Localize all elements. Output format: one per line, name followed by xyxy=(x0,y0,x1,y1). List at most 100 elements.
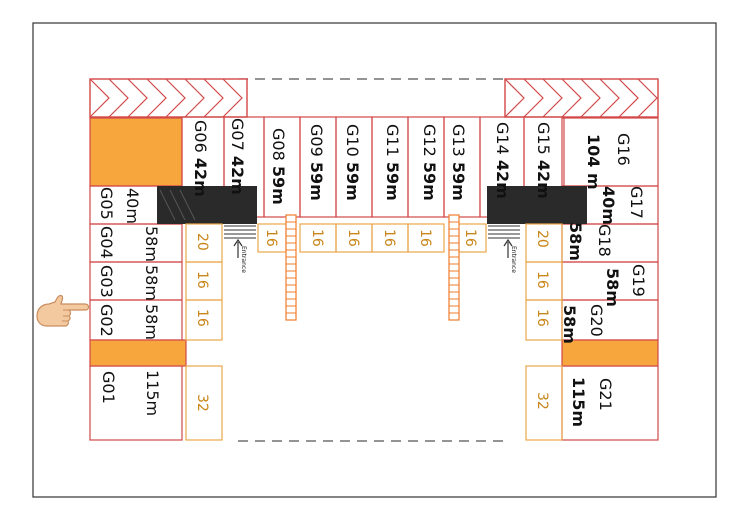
stall-code: G11 xyxy=(383,124,402,157)
bay-number: 32 xyxy=(534,392,550,410)
svg-text:G17: G17 xyxy=(627,186,646,219)
stall-code: G06 xyxy=(191,120,210,153)
stall-code: G08 xyxy=(269,128,288,161)
site-boundary xyxy=(238,78,505,442)
svg-text:G07 42m: G07 42m xyxy=(228,118,247,195)
svg-text:115m: 115m xyxy=(143,370,162,416)
svg-text:58m: 58m xyxy=(142,304,161,340)
stall-code: G15 xyxy=(534,122,553,155)
bay-number: 32 xyxy=(194,394,210,412)
stall-size: 59m xyxy=(449,162,468,201)
svg-text:G20: G20 xyxy=(587,304,606,337)
stair-right xyxy=(448,214,460,321)
pointing-hand-icon xyxy=(36,294,90,327)
stall-size: 59m xyxy=(343,162,362,201)
stall-code: G03 xyxy=(97,265,116,298)
svg-text:104 m: 104 m xyxy=(584,134,603,190)
stall-code: G19 xyxy=(629,264,648,297)
stall-size: 115m xyxy=(569,377,588,427)
svg-text:58m: 58m xyxy=(560,305,579,344)
entrance-steps-right xyxy=(488,225,520,239)
stall-code: G18 xyxy=(595,224,614,257)
core-right xyxy=(487,186,587,224)
svg-text:G18: G18 xyxy=(595,224,614,257)
bays-outline xyxy=(185,223,563,441)
svg-text:G21: G21 xyxy=(596,378,615,411)
stall-size: 58m xyxy=(566,222,585,261)
bay-number: 16 xyxy=(194,309,210,327)
stall-code: G14 xyxy=(493,122,512,155)
stall-size: 42m xyxy=(191,158,210,197)
stall-code: G07 xyxy=(228,118,247,151)
svg-text:58m: 58m xyxy=(142,265,161,301)
bay-number: 20 xyxy=(194,233,210,251)
stall-code: G10 xyxy=(343,124,362,157)
stall-size: 58m xyxy=(560,305,579,344)
svg-text:G02: G02 xyxy=(97,304,116,337)
svg-text:G01: G01 xyxy=(99,371,118,404)
stall-size: 59m xyxy=(307,162,326,201)
svg-text:40m: 40m xyxy=(123,188,142,224)
svg-text:40m: 40m xyxy=(599,186,618,225)
svg-text:G03: G03 xyxy=(97,265,116,298)
stall-code: G04 xyxy=(97,226,116,259)
svg-text:G16: G16 xyxy=(614,133,633,166)
svg-text:G14 42m: G14 42m xyxy=(493,122,512,199)
svg-text:G09 59m: G09 59m xyxy=(307,124,326,201)
svg-text:G06 42m: G06 42m xyxy=(191,120,210,197)
bay-number: 16 xyxy=(534,309,550,327)
svg-text:G08 59m: G08 59m xyxy=(269,128,288,205)
stall-size: 58m xyxy=(142,226,161,262)
svg-text:G04: G04 xyxy=(97,226,116,259)
svg-text:G19: G19 xyxy=(629,264,648,297)
bay-number: 16 xyxy=(381,229,397,247)
orange-unit-right-middle xyxy=(561,339,659,367)
stall-size: 42m xyxy=(493,160,512,199)
bay-number: 16 xyxy=(345,229,361,247)
stall-size: 42m xyxy=(534,160,553,199)
entrance-label-right: Entrance xyxy=(510,246,517,273)
stall-size: 59m xyxy=(420,162,439,201)
left-stall-grid xyxy=(89,185,183,441)
stall-size: 40m xyxy=(599,186,618,225)
entrance-steps-left xyxy=(224,225,256,239)
core-left xyxy=(157,186,257,224)
svg-text:G12 59m: G12 59m xyxy=(420,124,439,201)
canopy-right xyxy=(504,78,659,118)
stall-size: 58m xyxy=(142,304,161,340)
stall-code: G02 xyxy=(97,304,116,337)
stall-code: G09 xyxy=(307,124,326,157)
svg-text:G11 59m: G11 59m xyxy=(383,124,402,201)
stall-size: 59m xyxy=(269,166,288,205)
bay-number: 20 xyxy=(534,230,550,248)
stall-code: G13 xyxy=(449,124,468,157)
stall-size: 104 m xyxy=(584,134,603,190)
stall-code: G17 xyxy=(627,186,646,219)
stall-code: G20 xyxy=(587,304,606,337)
stall-size: 115m xyxy=(143,370,162,416)
svg-text:58m: 58m xyxy=(566,222,585,261)
svg-text:115m: 115m xyxy=(569,377,588,427)
canopy-left xyxy=(89,78,248,118)
stall-code: G05 xyxy=(97,187,116,220)
svg-text:58m: 58m xyxy=(142,226,161,262)
orange-unit-top-left xyxy=(89,117,183,187)
stall-size: 58m xyxy=(142,265,161,301)
stall-size: 42m xyxy=(228,156,247,195)
bay-number: 16 xyxy=(462,229,478,247)
svg-text:G10 59m: G10 59m xyxy=(343,124,362,201)
stall-size: 58m xyxy=(603,268,622,307)
bay-number: 16 xyxy=(417,229,433,247)
svg-text:G05: G05 xyxy=(97,187,116,220)
svg-text:58m: 58m xyxy=(603,268,622,307)
bay-number: 16 xyxy=(534,271,550,289)
svg-text:G15 42m: G15 42m xyxy=(534,122,553,199)
stall-code: G01 xyxy=(99,371,118,404)
stall-size: 59m xyxy=(383,162,402,201)
stall-code: G21 xyxy=(596,378,615,411)
orange-unit-left-middle xyxy=(89,339,187,367)
svg-text:G13 59m: G13 59m xyxy=(449,124,468,201)
entrance-arrow-icon xyxy=(233,238,513,258)
stall-size: 40m xyxy=(123,188,142,224)
